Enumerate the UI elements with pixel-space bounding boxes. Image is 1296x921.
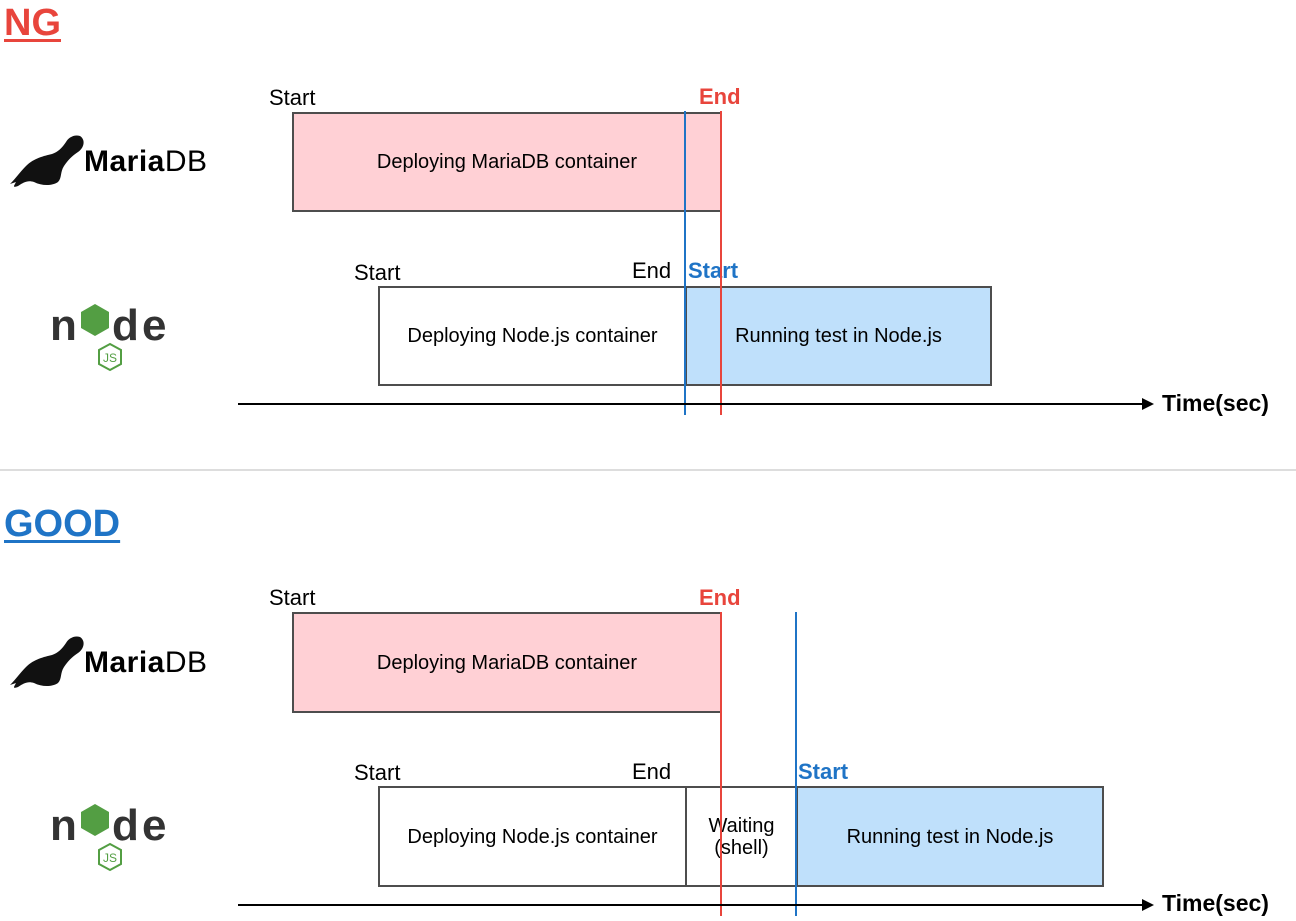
- mariadb-logo-text-db: DB: [164, 646, 208, 679]
- nodejs-logo: n d e JS: [50, 298, 175, 376]
- nodejs-icon: n d e JS: [50, 801, 166, 872]
- good-axis-arrow-icon: [1142, 899, 1154, 911]
- svg-text:JS: JS: [103, 351, 117, 365]
- svg-text:JS: JS: [103, 851, 117, 865]
- good-nodejs-test-box: Running test in Node.js: [796, 786, 1104, 887]
- good-heading: GOOD: [4, 503, 121, 545]
- good-axis-label: Time(sec): [1162, 890, 1269, 916]
- nodejs-icon: n d e JS: [50, 301, 166, 372]
- ng-mariadb-start-label: Start: [269, 85, 316, 110]
- ng-heading: NG: [4, 2, 61, 44]
- ng-nodejs-test-box: Running test in Node.js: [685, 286, 992, 386]
- svg-text:e: e: [142, 801, 166, 850]
- svg-text:e: e: [142, 301, 166, 350]
- mariadb-seal-icon: [10, 636, 84, 688]
- good-mariadb-end-line: [720, 612, 722, 916]
- ng-mariadb-deploy-box: Deploying MariaDB container: [292, 112, 722, 212]
- ng-nodejs-deploy-label: Deploying Node.js container: [407, 325, 658, 347]
- good-mariadb-deploy-label: Deploying MariaDB container: [376, 651, 638, 674]
- good-test-start-label: Start: [798, 759, 849, 784]
- mariadb-logo-text-maria: Maria: [84, 145, 165, 178]
- ng-axis-arrow-icon: [1142, 398, 1154, 410]
- svg-text:n: n: [50, 301, 77, 350]
- ng-axis-label: Time(sec): [1162, 390, 1269, 416]
- good-time-axis: [238, 904, 1142, 906]
- ng-nodejs-test-label: Running test in Node.js: [735, 325, 942, 347]
- ng-mariadb-end-line: [720, 111, 722, 415]
- mariadb-logo-text-db: DB: [164, 145, 208, 178]
- good-nodejs-deploy-label: Deploying Node.js container: [407, 825, 658, 848]
- good-waiting-label-line2: (shell): [714, 836, 769, 859]
- ng-nodejs-start-label: Start: [354, 260, 401, 285]
- good-mariadb-deploy-box: Deploying MariaDB container: [292, 612, 722, 713]
- good-nodejs-test-label: Running test in Node.js: [846, 825, 1054, 848]
- good-mariadb-end-label: End: [699, 585, 741, 610]
- mariadb-logo-text-maria: Maria: [84, 646, 165, 679]
- mariadb-logo: MariaDB: [8, 633, 223, 693]
- svg-text:d: d: [112, 801, 139, 850]
- good-mariadb-start-label: Start: [269, 585, 316, 610]
- mariadb-seal-icon: [10, 135, 84, 187]
- good-nodejs-deploy-box: Deploying Node.js container: [378, 786, 687, 887]
- ng-mariadb-deploy-label: Deploying MariaDB container: [376, 151, 638, 173]
- nodejs-logo: n d e JS: [50, 798, 175, 876]
- ng-test-start-line: [684, 111, 686, 415]
- good-test-start-line: [795, 612, 797, 916]
- svg-text:n: n: [50, 801, 77, 850]
- good-waiting-label-line1: Waiting: [708, 814, 775, 837]
- ng-test-start-label: Start: [688, 258, 739, 283]
- ng-nodejs-end-label: End: [632, 258, 672, 283]
- good-nodejs-end-label: End: [632, 759, 672, 784]
- ng-mariadb-end-label: End: [699, 84, 741, 109]
- good-nodejs-start-label: Start: [354, 760, 401, 785]
- svg-text:d: d: [112, 301, 139, 350]
- ng-nodejs-deploy-box: Deploying Node.js container: [378, 286, 687, 386]
- good-waiting-box: Waiting (shell): [685, 786, 798, 887]
- section-divider: [0, 469, 1296, 471]
- ng-time-axis: [238, 403, 1142, 405]
- mariadb-logo: MariaDB: [8, 132, 223, 192]
